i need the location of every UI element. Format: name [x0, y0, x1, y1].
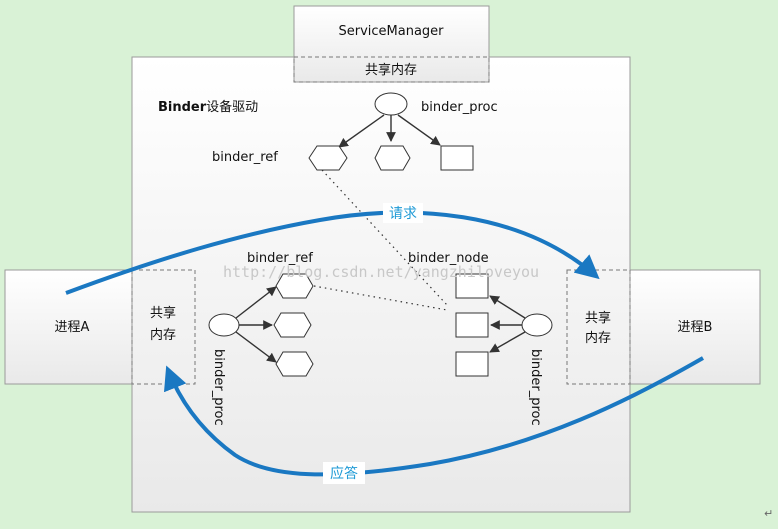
shared-memory-a-box — [131, 269, 196, 385]
binder-ref-top-label: binder_ref — [212, 150, 278, 165]
binder-ref-top-hexagon — [308, 145, 348, 171]
binder-ref-mid-hexagon-1 — [275, 273, 314, 299]
request-arrow — [65, 210, 600, 295]
dotted-link-midref-to-node — [313, 285, 448, 311]
binder-proc-top-label: binder_proc — [421, 100, 498, 115]
request-label-bg — [383, 203, 423, 223]
process-b-label: 进程B — [678, 320, 713, 335]
shared-memory-b-line2: 内存 — [585, 330, 611, 346]
binder-ref-mid-hexagon-2 — [273, 312, 312, 338]
service-manager-label: ServiceManager — [338, 24, 444, 39]
left-tree-edge-bottom — [235, 331, 277, 363]
tree-edge-right — [397, 114, 441, 146]
request-label: 请求 — [389, 206, 417, 222]
shared-memory-top-label: 共享内存 — [365, 62, 417, 78]
tree-edge-left — [338, 114, 385, 148]
process-b-box — [629, 269, 761, 385]
binder-driver-box — [131, 56, 631, 513]
binder-node-label: binder_node — [408, 251, 489, 266]
square-top-right — [440, 145, 474, 171]
binder-proc-left-circle — [208, 313, 240, 337]
right-tree-edge-bottom — [489, 331, 526, 353]
binder-proc-right-label: binder_proc — [528, 349, 543, 426]
shared-memory-a-line1: 共享 — [150, 305, 176, 321]
binder-node-square-2 — [455, 312, 489, 338]
watermark: http://blog.csdn.net/yangzhiloveyou — [223, 263, 539, 281]
binder-proc-left-label: binder_proc — [211, 349, 226, 426]
shared-memory-a-line2: 内存 — [150, 327, 176, 343]
binder-ref-mid-label: binder_ref — [247, 251, 313, 266]
binder-ref-mid-hexagon-3 — [275, 351, 314, 377]
response-label: 应答 — [330, 465, 358, 482]
binder-node-square-3 — [455, 351, 489, 377]
shared-memory-top-box — [293, 56, 490, 83]
binder-node-square-1 — [455, 273, 489, 299]
process-a-box — [4, 269, 133, 385]
binder-proc-top-circle — [374, 92, 408, 116]
binder-proc-right-circle — [521, 313, 553, 337]
hexagon-top-center — [374, 145, 411, 171]
process-a-label: 进程A — [55, 320, 90, 335]
left-tree-edge-top — [235, 286, 277, 319]
service-manager-box — [293, 5, 490, 83]
corner-mark: ↵ — [764, 507, 773, 520]
right-tree-edge-top — [489, 295, 526, 319]
driver-title: Binder设备驱动 — [158, 99, 258, 115]
shared-memory-b-line1: 共享 — [585, 310, 611, 326]
response-label-bg — [323, 462, 365, 484]
